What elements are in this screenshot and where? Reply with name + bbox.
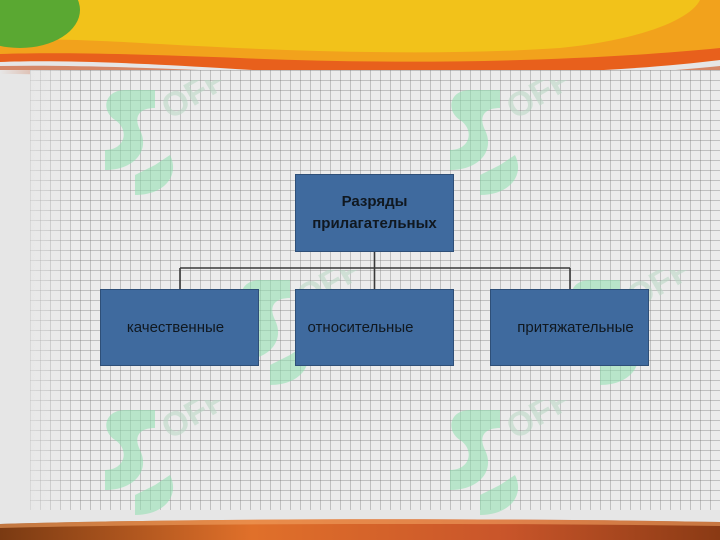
watermark-logo-icon: OFF bbox=[450, 400, 578, 515]
watermark-logo-icon: OFF bbox=[105, 400, 233, 515]
child-node-label: относительные bbox=[307, 319, 414, 336]
root-node-line-1: Разряды bbox=[341, 193, 408, 210]
root-node: Разряды прилагательных bbox=[295, 174, 454, 252]
child-node-possessive: притяжательные bbox=[490, 289, 649, 366]
child-node-label: качественные bbox=[126, 319, 225, 336]
watermark-logo-icon: OFF bbox=[105, 80, 233, 195]
bottom-banner-decoration bbox=[0, 510, 720, 540]
child-node-label: притяжательные bbox=[517, 319, 634, 336]
watermark-logo-icon: OFF bbox=[450, 80, 578, 195]
child-node-relative: относительные bbox=[295, 289, 454, 366]
grid-left-fade bbox=[0, 70, 80, 510]
child-node-qualitative: качественные bbox=[100, 289, 259, 366]
root-node-line-2: прилагательных bbox=[312, 215, 437, 232]
